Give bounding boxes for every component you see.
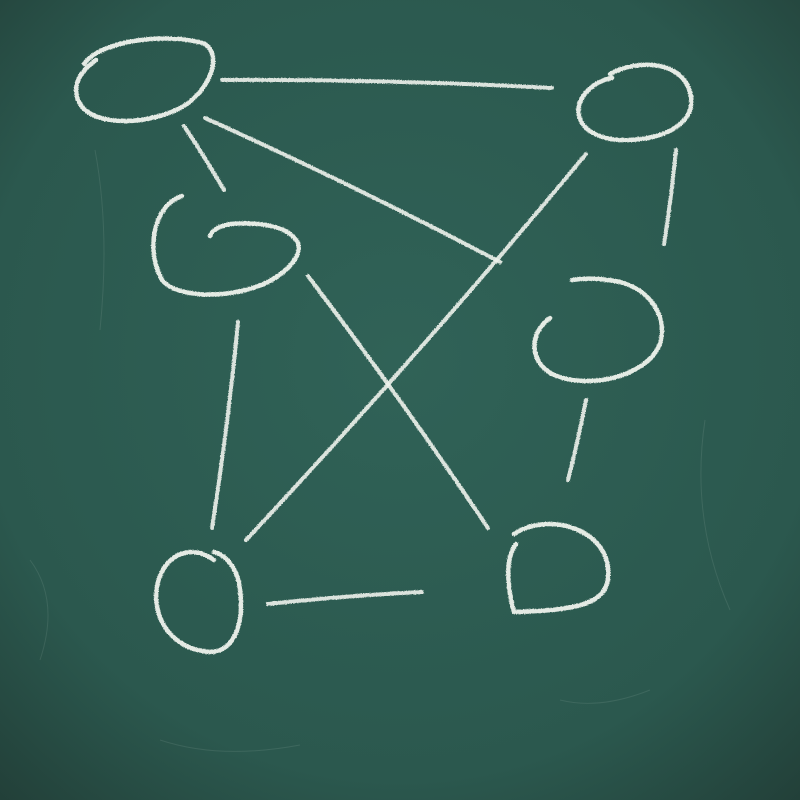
edge-a-b — [220, 77, 554, 90]
edge-c-e — [210, 320, 240, 530]
node-a — [74, 36, 216, 124]
chalk-smudges — [29, 149, 731, 752]
edge-a-d — [203, 116, 502, 264]
node-loop — [153, 549, 244, 655]
graph-edges — [182, 77, 678, 606]
node-loop — [576, 62, 694, 143]
edge-d-f — [566, 398, 588, 482]
node-b — [576, 62, 694, 143]
node-loop — [532, 276, 665, 384]
edge-c-f — [306, 274, 490, 530]
node-loop — [151, 193, 301, 297]
node-d — [532, 276, 665, 384]
node-loop — [506, 521, 611, 615]
graph-nodes — [74, 36, 694, 655]
node-loop — [74, 36, 216, 124]
node-f — [506, 521, 611, 615]
edge-b-e — [244, 152, 588, 542]
edge-b-d — [662, 148, 678, 246]
edge-e-f — [266, 590, 424, 606]
edge-a-c — [182, 124, 226, 192]
node-e — [153, 549, 244, 655]
node-c — [151, 193, 301, 297]
